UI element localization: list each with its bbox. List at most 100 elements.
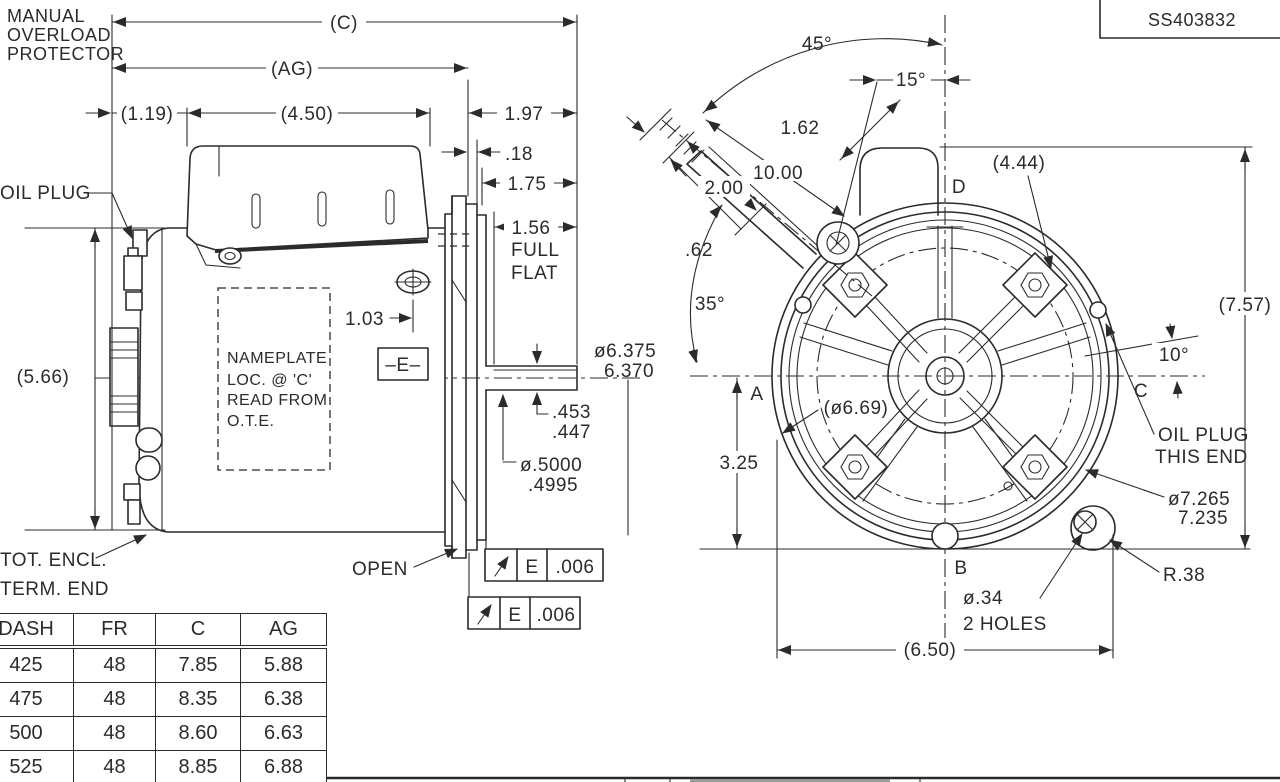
dim-rabbet-dia-end: ø7.265 7.235: [1085, 469, 1230, 529]
svg-text:ø6.375: ø6.375: [594, 341, 656, 362]
mounting-flange: [438, 195, 487, 559]
dim-shaft-dia: ø.5000 .4995: [498, 394, 582, 496]
datum-e-label: –E–: [385, 355, 420, 376]
dim-018: .18: [441, 144, 533, 165]
dim-overall-ag: (AG): [111, 57, 469, 80]
table-header-ag: AG: [240, 613, 327, 649]
dim-angle-10: 10°: [1084, 323, 1199, 399]
svg-text:OIL PLUG: OIL PLUG: [1158, 425, 1249, 446]
svg-text:(1.19): (1.19): [121, 104, 174, 125]
svg-text:OIL PLUG: OIL PLUG: [0, 183, 91, 204]
end-view: 45° 15° 1.62 10.00: [626, 15, 1280, 661]
svg-text:6.370: 6.370: [604, 361, 654, 382]
svg-text:15°: 15°: [896, 70, 926, 91]
dim-444: (4.44): [993, 153, 1053, 269]
table-cell: 48: [73, 682, 156, 717]
svg-text:1.75: 1.75: [508, 174, 547, 195]
svg-text:(ø6.69): (ø6.69): [824, 398, 889, 419]
table-cell: 500: [0, 716, 74, 751]
svg-text:10°: 10°: [1159, 345, 1189, 366]
point-label-d: D: [952, 177, 966, 198]
svg-text:1.56: 1.56: [512, 218, 551, 239]
svg-text:.18: .18: [505, 144, 533, 165]
svg-text:.62: .62: [685, 240, 713, 261]
dim-757: (7.57): [1210, 146, 1280, 550]
feature-control-frame-1: E .006: [484, 539, 604, 582]
svg-text:(AG): (AG): [271, 59, 313, 80]
svg-text:FLAT: FLAT: [511, 263, 558, 284]
svg-text:(7.57): (7.57): [1219, 295, 1272, 316]
table-cell: 6.88: [240, 750, 327, 782]
table-row: 500 48 8.60 6.63: [0, 716, 327, 751]
dim-offset-119: (1.19): [85, 102, 188, 125]
table-cell: 8.60: [155, 716, 241, 751]
svg-text:PROTECTOR: PROTECTOR: [7, 44, 124, 64]
dash-table: DASH FR C AG 425 48 7.85 5.88 475 48 8.3…: [0, 613, 327, 782]
lead-boss-top: [859, 147, 939, 216]
doc-number: SS403832: [1148, 10, 1236, 30]
dim-156-full-flat: 1.56 FULL FLAT: [493, 216, 578, 284]
callout-tot-encl-term-end: TOT. ENCL. TERM. END: [0, 534, 147, 600]
lead-wires: [659, 117, 705, 163]
svg-text:R.38: R.38: [1163, 565, 1205, 586]
callout-manual-overload-protector: MANUAL OVERLOAD PROTECTOR: [7, 6, 124, 64]
dim-overall-c: (C): [111, 10, 578, 34]
svg-text:TOT. ENCL.: TOT. ENCL.: [0, 550, 107, 571]
doc-number-box: SS403832: [1099, 0, 1280, 39]
nameplate-note-line1: NAMEPLATE: [227, 350, 327, 367]
table-cell: 6.63: [240, 716, 327, 751]
dim-mounting-holes: ø.34 2 HOLES: [963, 533, 1083, 635]
svg-text:(6.50): (6.50): [904, 640, 957, 661]
dim-103: 1.03: [345, 299, 414, 333]
table-header-fr: FR: [73, 613, 156, 649]
svg-text:OVERLOAD: OVERLOAD: [7, 25, 111, 45]
dim-650: (6.50): [776, 439, 1114, 661]
dim-566: (5.66): [17, 227, 100, 531]
svg-text:TERM. END: TERM. END: [0, 579, 109, 600]
title-block-edge: [312, 751, 1280, 782]
dim-62-200: .62 2.00: [626, 108, 767, 261]
table-cell: 8.35: [155, 682, 241, 717]
point-label-b: B: [954, 558, 967, 579]
table-row: 425 48 7.85 5.88: [0, 646, 327, 683]
table-cell: 7.85: [155, 646, 241, 683]
svg-text:7.235: 7.235: [1178, 508, 1228, 529]
terminal-end-fittings: [109, 229, 163, 525]
svg-text:1.62: 1.62: [781, 118, 820, 139]
table-row: 525 48 8.85 6.88: [0, 750, 327, 782]
fcf1-tolerance: .006: [556, 557, 595, 578]
runout-arrow-icon: [494, 556, 509, 577]
svg-text:ø.5000: ø.5000: [520, 455, 582, 476]
svg-text:2 HOLES: 2 HOLES: [963, 614, 1047, 635]
svg-text:(C): (C): [330, 13, 358, 34]
svg-text:(5.66): (5.66): [17, 367, 70, 388]
dim-lead-length: 10.00: [705, 119, 845, 217]
dim-197: 1.97: [467, 102, 578, 125]
svg-text:35°: 35°: [695, 294, 725, 315]
dim-angle-15: 15°: [835, 66, 971, 246]
svg-text:ø7.265: ø7.265: [1168, 489, 1230, 510]
shell-holes: [794, 296, 1107, 550]
svg-text:.4995: .4995: [528, 475, 578, 496]
table-cell: 48: [73, 646, 156, 683]
svg-text:OPEN: OPEN: [352, 559, 408, 580]
conduit-box: [186, 145, 429, 269]
dim-175: 1.75: [481, 172, 578, 195]
callout-oil-plug-this-end: OIL PLUG THIS END: [1105, 323, 1249, 468]
table-cell: 48: [73, 716, 156, 751]
svg-text:(4.50): (4.50): [281, 104, 334, 125]
conduit-boss-lower: [1070, 505, 1116, 551]
dim-box-450: (4.50): [186, 102, 431, 125]
dim-angle-45: 45°: [702, 34, 943, 114]
lead-conduit: [659, 117, 873, 297]
bolt-hex-icons: [840, 272, 1050, 480]
dim-325: 3.25: [711, 377, 767, 550]
hub-ribs: [865, 295, 1025, 457]
table-cell: 425: [0, 646, 74, 683]
dim-rabbet-dia: ø6.375 6.370: [594, 341, 656, 382]
table-cell: 475: [0, 682, 74, 717]
shaft: [485, 365, 578, 391]
svg-text:1.97: 1.97: [505, 104, 544, 125]
